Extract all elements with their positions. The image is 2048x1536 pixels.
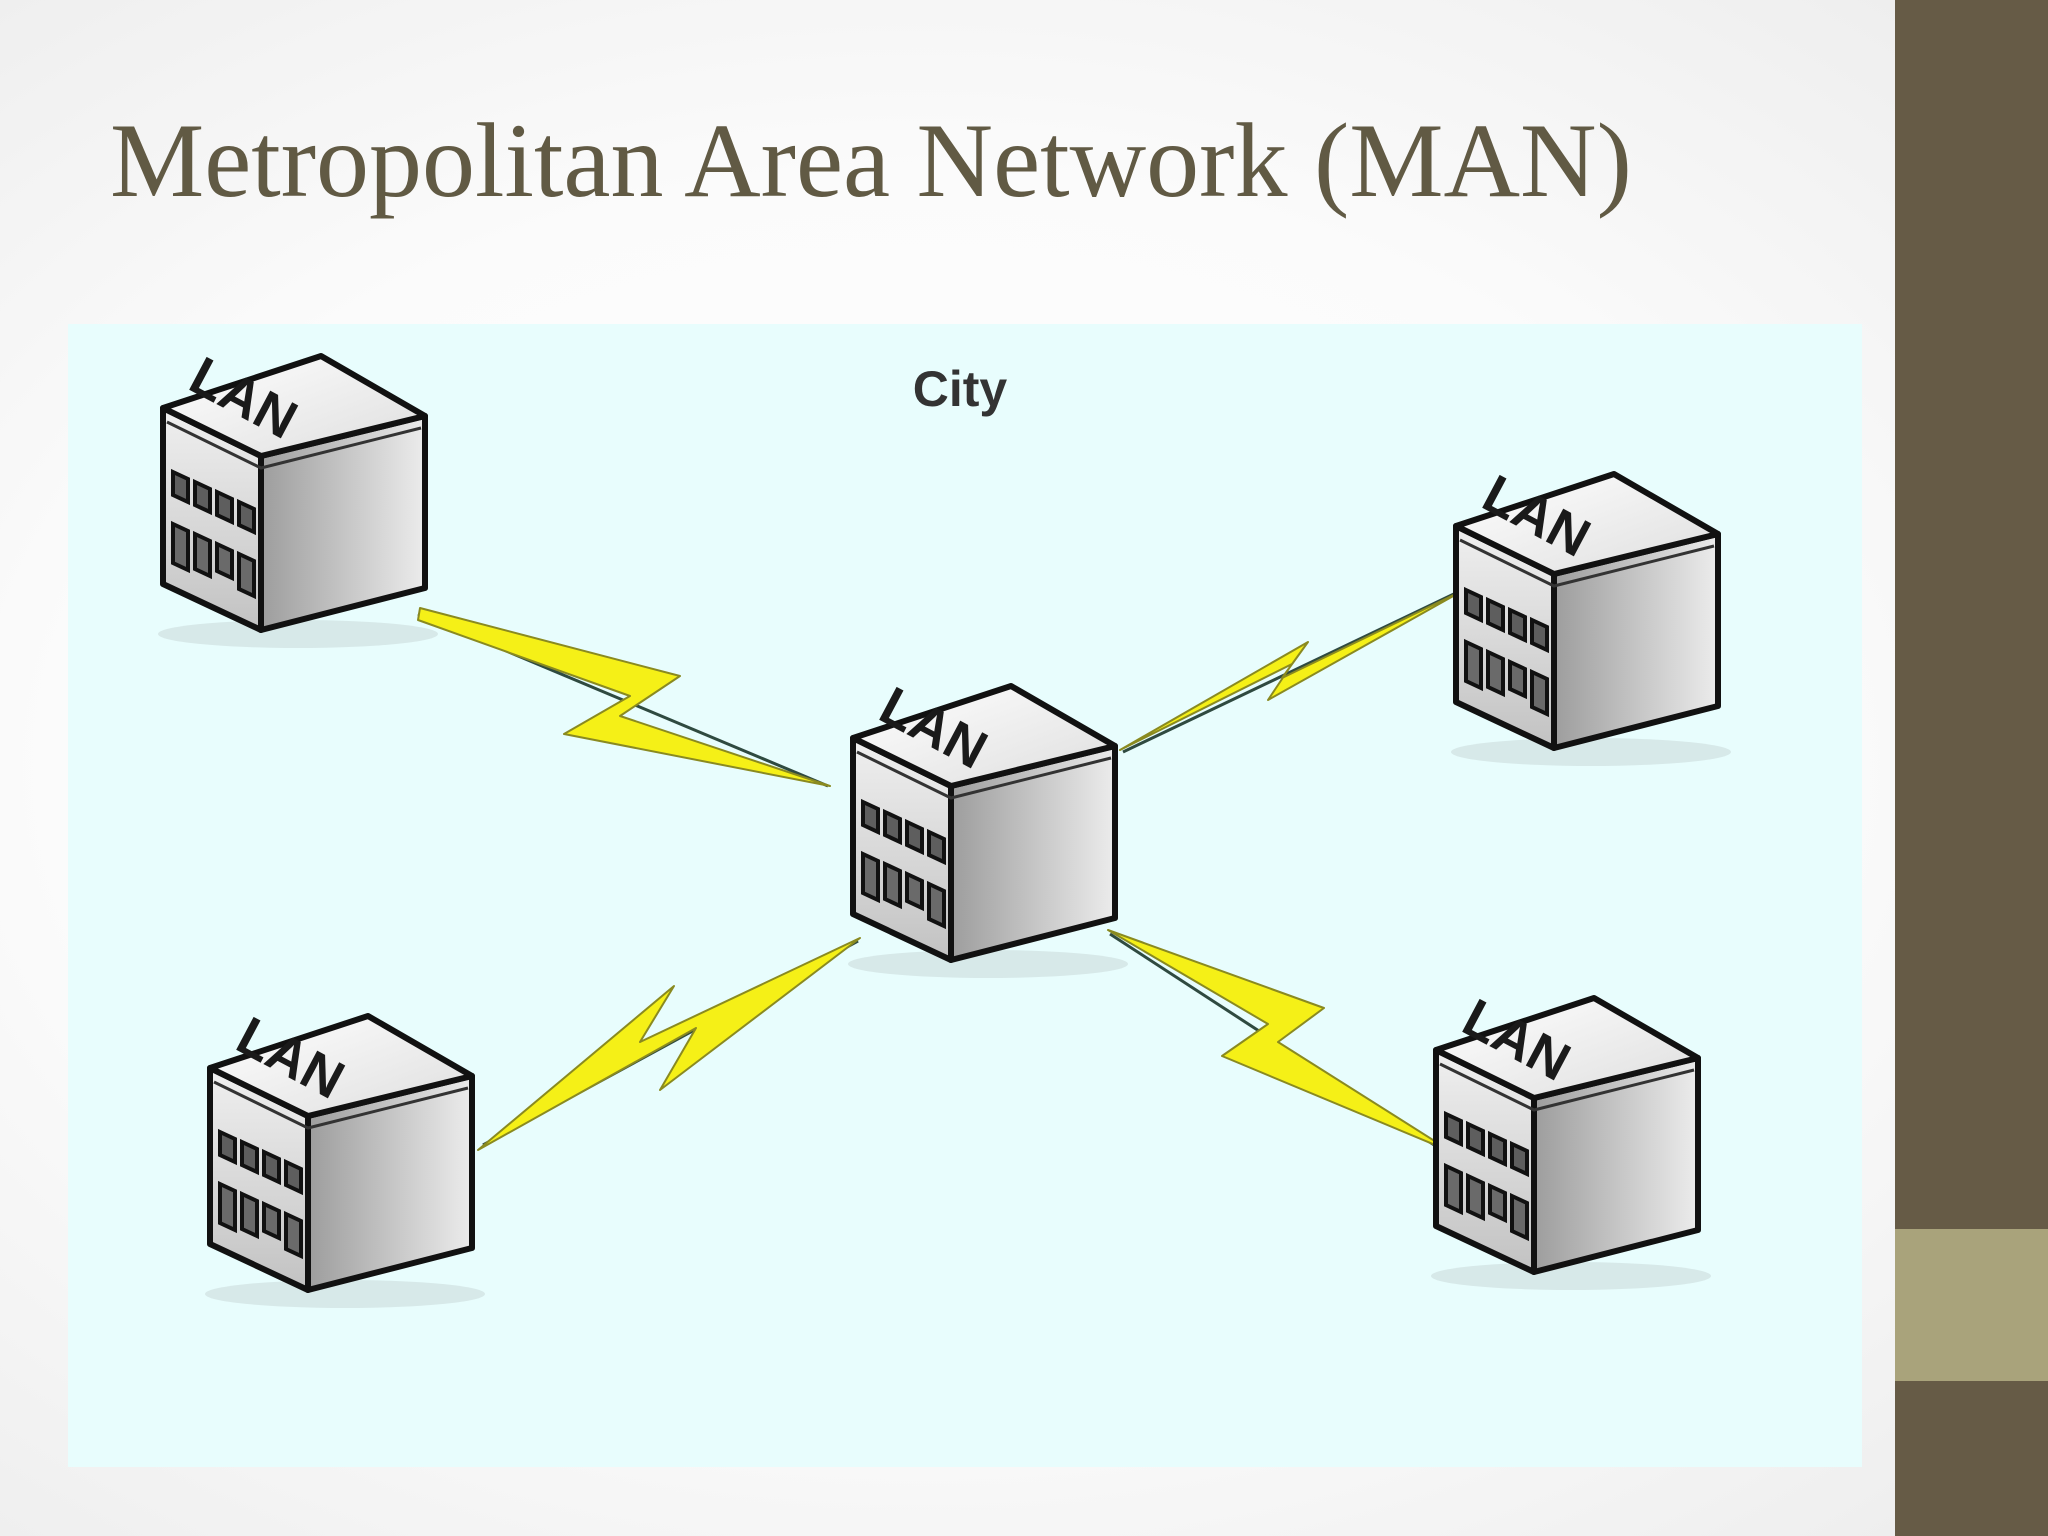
city-label: City bbox=[913, 361, 1008, 417]
link-bottom-right-to-hub bbox=[1107, 929, 1453, 1156]
man-diagram-svg: City LAN LAN LAN LAN LAN bbox=[68, 346, 1862, 1467]
link-bottom-left-to-hub bbox=[477, 937, 861, 1151]
right-accent-block bbox=[1895, 1229, 2048, 1381]
lan-building-top-right: LAN bbox=[1451, 464, 1731, 766]
lan-building-hub: LAN bbox=[848, 676, 1128, 978]
link-top-left-to-hub bbox=[417, 607, 831, 788]
lan-building-top-left: LAN bbox=[158, 346, 438, 648]
lan-building-bottom-left: LAN bbox=[205, 1006, 485, 1308]
slide-title: Metropolitan Area Network (MAN) bbox=[110, 102, 1632, 219]
link-top-right-to-hub bbox=[1119, 589, 1465, 754]
man-diagram: City LAN LAN LAN LAN LAN bbox=[68, 324, 1862, 1467]
lan-building-bottom-right: LAN bbox=[1431, 988, 1711, 1290]
